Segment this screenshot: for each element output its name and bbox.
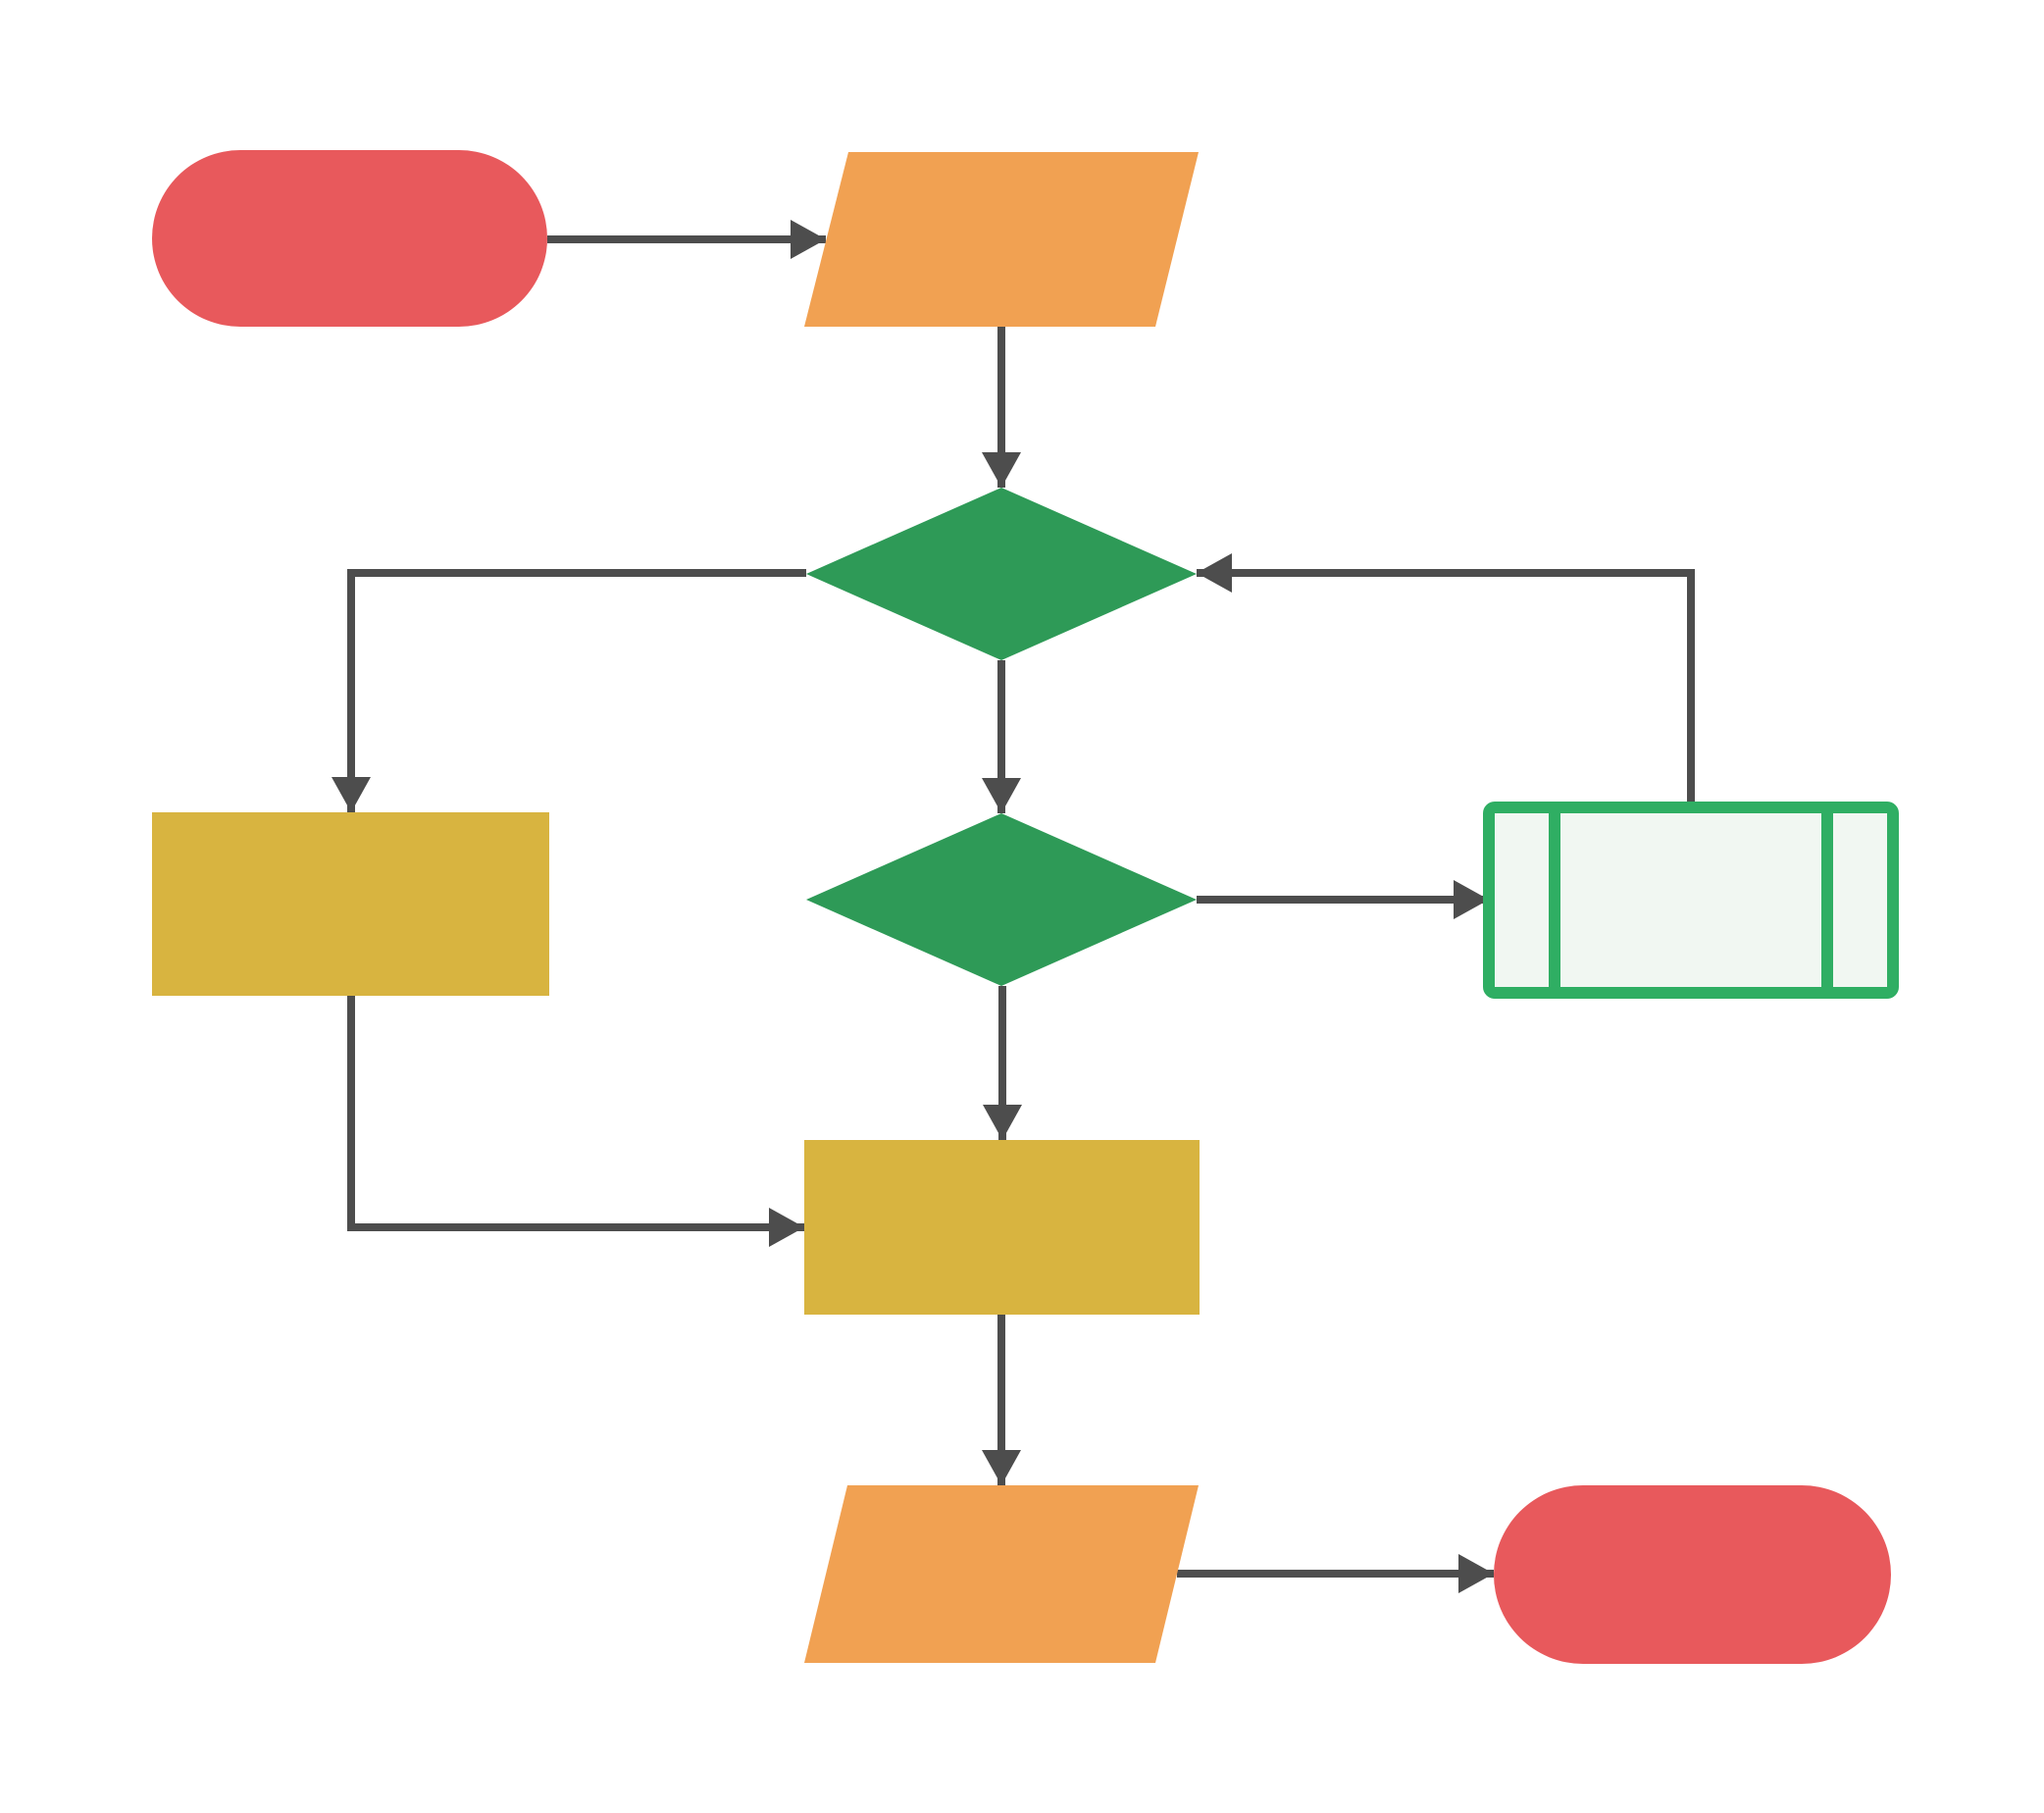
- terminator-end: [1494, 1485, 1891, 1664]
- process-left: [152, 812, 549, 996]
- terminator-start: [152, 150, 547, 327]
- input-output-bottom: [804, 1485, 1199, 1663]
- decision-2: [806, 813, 1197, 986]
- edge-decision1-to-processleft: [332, 569, 806, 812]
- decision-1: [806, 488, 1197, 660]
- input-output-top: [804, 152, 1199, 327]
- predefined-process: [1483, 802, 1899, 999]
- edge-processleft-to-processmid: [347, 996, 804, 1247]
- edge-predefined-to-decision1: [1197, 553, 1695, 807]
- process-mid: [804, 1140, 1200, 1315]
